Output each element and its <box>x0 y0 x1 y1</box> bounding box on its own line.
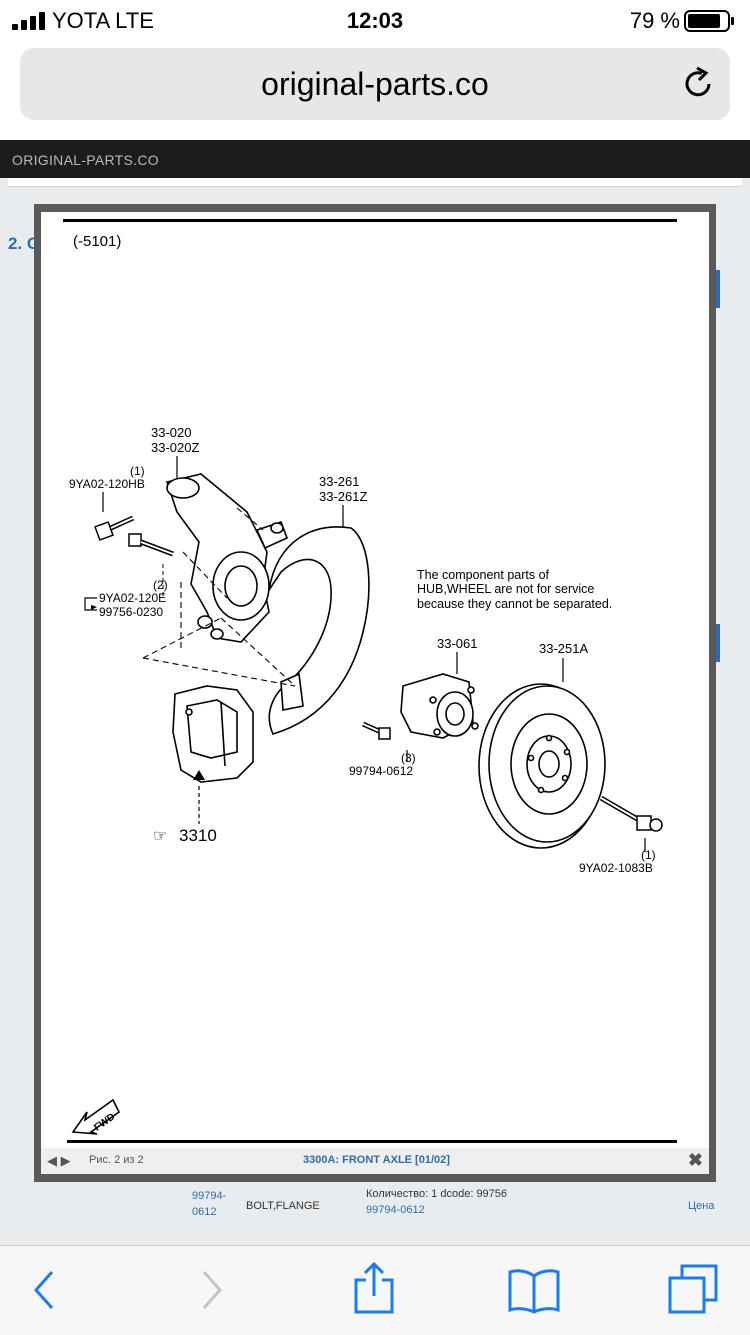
bolt-mid-part <box>128 533 174 557</box>
dust-shield-part <box>268 526 370 735</box>
label-caliper-ref: 3310 <box>179 826 217 845</box>
signal-strength-icon <box>12 12 45 30</box>
brake-disc-part <box>478 683 606 849</box>
part-quantity: Количество: 1 dcode: 99756 <box>366 1188 508 1200</box>
label-bolt-mid-qty: (2) <box>153 578 168 592</box>
forward-direction-icon: FWD <box>71 1098 121 1135</box>
steering-knuckle-part <box>165 473 289 643</box>
parts-diagram: (-5101) 33-020 33-020Z (1) 9YA02-120HB (… <box>63 219 677 1143</box>
tabs-icon[interactable] <box>668 1264 720 1316</box>
label-bolt-mid-alt: 99756-0230 <box>99 605 163 619</box>
diagram-bottom-rule <box>67 1140 677 1143</box>
diagram-corner-code: (-5101) <box>73 233 121 250</box>
label-knuckle-a: 33-020 <box>151 425 191 440</box>
page-indicator: Рис. 2 из 2 <box>89 1154 144 1166</box>
label-shield-b: 33-261Z <box>319 489 367 504</box>
diagram-top-rule <box>63 219 677 222</box>
close-viewer-button[interactable]: ✖ <box>687 1150 703 1170</box>
wheel-bolt-part <box>599 795 663 832</box>
reload-icon[interactable] <box>682 64 716 100</box>
note-line-2: HUB,WHEEL are not for service <box>417 582 594 596</box>
small-flange-bolt-part <box>361 721 391 740</box>
assembly-guide-lines <box>142 507 296 687</box>
label-hub: 33-061 <box>437 636 477 651</box>
diagram-title: 3300A: FRONT AXLE [01/02] <box>303 1154 450 1166</box>
site-header: ORIGINAL-PARTS.CO <box>0 140 750 178</box>
label-small-bolt-qty: (3) <box>401 751 416 765</box>
label-knuckle-b: 33-020Z <box>151 440 199 455</box>
clock: 12:03 <box>346 8 404 33</box>
battery-percentage: 79 % <box>629 8 680 33</box>
label-shield-a: 33-261 <box>319 474 359 489</box>
image-nav-arrows-icon[interactable]: ◀ ▶ <box>47 1153 71 1168</box>
price-link[interactable]: Цена <box>688 1200 715 1212</box>
part-number-link[interactable]: 99794-0612 <box>366 1204 425 1216</box>
bookmarks-icon[interactable] <box>508 1268 560 1314</box>
forward-icon[interactable] <box>200 1268 224 1312</box>
background-list-item[interactable]: 2. C <box>8 234 40 253</box>
url-text[interactable]: original-parts.co <box>261 66 489 102</box>
share-icon[interactable] <box>354 1262 394 1314</box>
status-bar: YOTA LTE 12:03 79 % <box>0 0 750 40</box>
browser-toolbar <box>0 1245 750 1335</box>
image-viewer-canvas <box>41 212 709 1148</box>
label-wheel-bolt: 9YA02-1083B <box>579 861 653 875</box>
label-bolt-top: 9YA02-120HB <box>69 477 145 491</box>
label-bolt-mid: 9YA02-120E <box>99 591 166 605</box>
site-name[interactable]: ORIGINAL-PARTS.CO <box>12 152 159 168</box>
image-viewer-footer: ◀ ▶ Рис. 2 из 2 3300A: FRONT AXLE [01/02… <box>41 1148 709 1174</box>
label-disc: 33-251A <box>539 641 588 656</box>
note-line-1: The component parts of <box>417 568 550 582</box>
part-description: BOLT,FLANGE <box>246 1200 320 1212</box>
label-small-bolt: 99794-0612 <box>349 764 413 778</box>
background-card <box>8 178 742 187</box>
brake-caliper-part <box>172 685 254 783</box>
bolt-top-part <box>94 515 135 541</box>
battery-icon <box>684 10 734 32</box>
background-scroll-marker <box>716 624 720 662</box>
label-wheel-bolt-qty: (1) <box>641 848 656 862</box>
label-caliper-icon: ☞ <box>153 828 167 845</box>
wheel-hub-part <box>400 673 479 739</box>
address-bar[interactable]: original-parts.co <box>20 48 730 120</box>
back-icon[interactable] <box>32 1268 56 1312</box>
note-line-3: because they cannot be separated. <box>417 597 612 611</box>
part-code-link[interactable]: 99794- 0612 <box>192 1190 227 1218</box>
label-bolt-top-qty: (1) <box>130 464 145 478</box>
background-scroll-marker <box>716 270 720 308</box>
carrier-label: YOTA LTE <box>52 8 154 33</box>
